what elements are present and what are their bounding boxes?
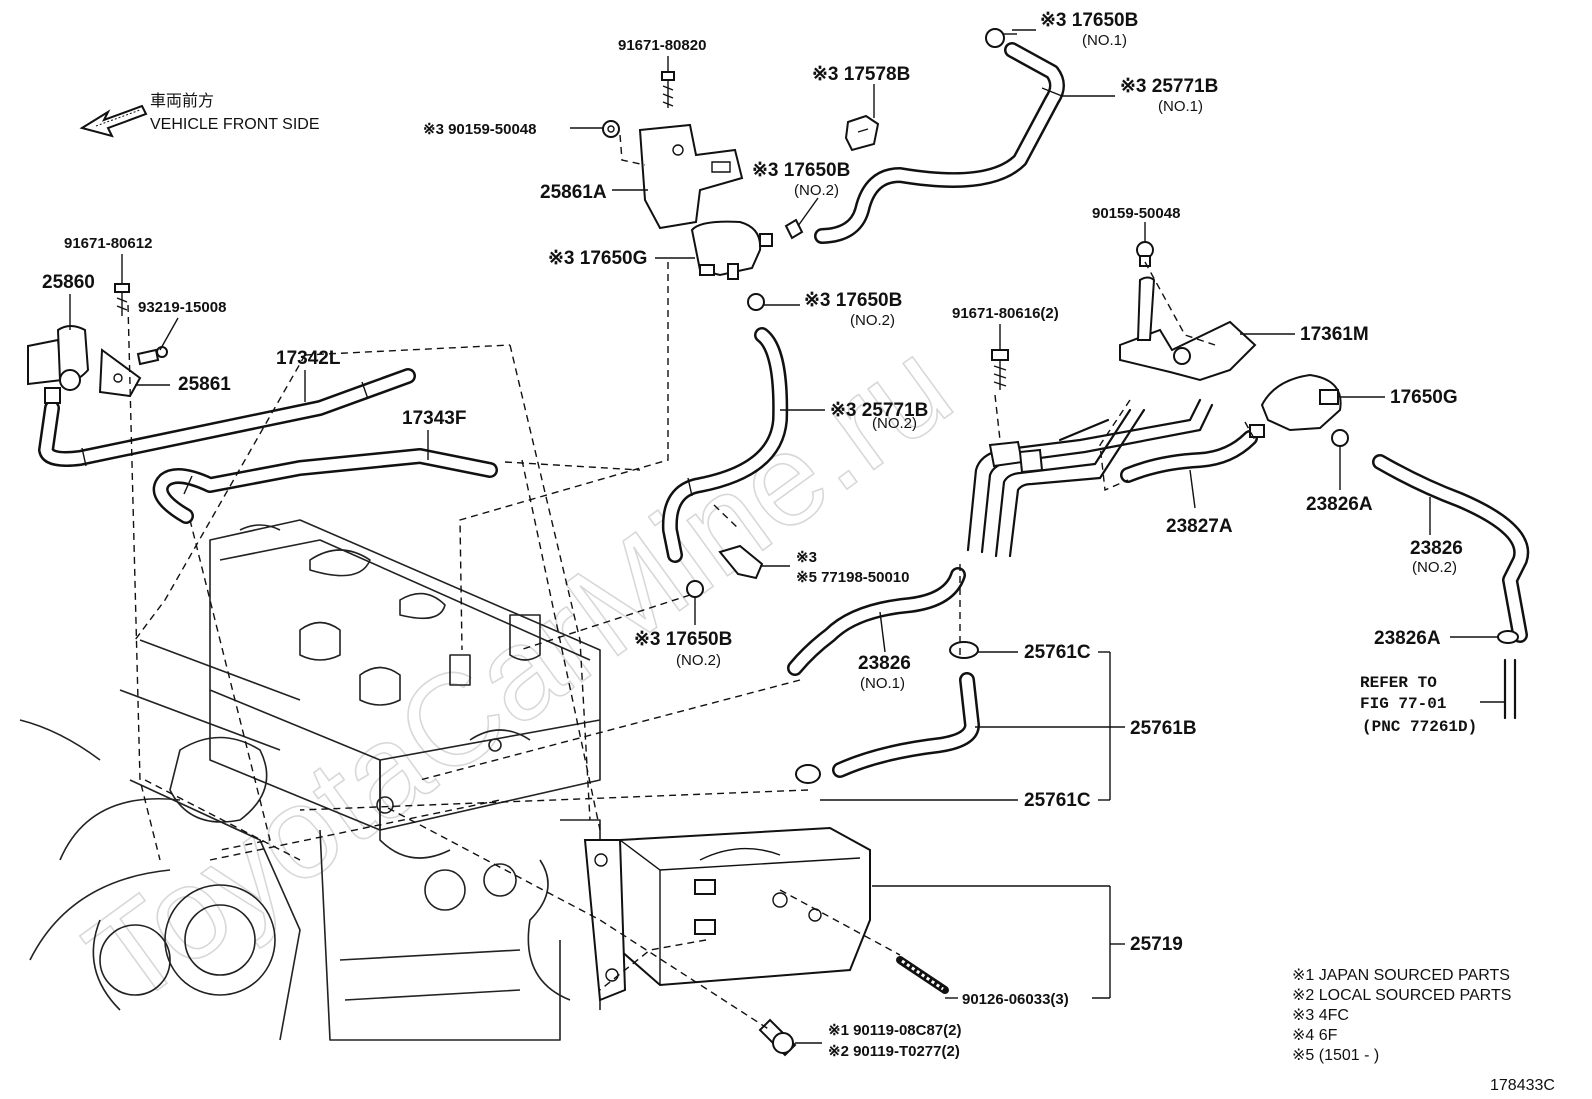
label-17342L: 17342L bbox=[276, 348, 341, 369]
legend-notes: ※1 JAPAN SOURCED PARTS ※2 LOCAL SOURCED … bbox=[1292, 967, 1511, 1064]
stud-bolt-90126 bbox=[896, 956, 949, 994]
label-77198-50010-a: ※3 bbox=[796, 549, 817, 566]
front-label-jp: 車両前方 bbox=[150, 92, 214, 110]
note-3: ※3 4FC bbox=[1292, 1007, 1349, 1024]
label-23826-no1-sub: (NO.1) bbox=[860, 675, 905, 692]
vehicle-front-arrow-icon bbox=[79, 104, 148, 138]
bolt-93219-15008 bbox=[136, 346, 168, 366]
label-25861: 25861 bbox=[178, 374, 231, 395]
note-1: ※1 JAPAN SOURCED PARTS bbox=[1292, 967, 1510, 984]
label-23826-no2: 23826 bbox=[1410, 538, 1463, 559]
note-5: ※5 (1501 - ) bbox=[1292, 1047, 1379, 1064]
label-90119-08C87: ※1 90119-08C87(2) bbox=[828, 1022, 962, 1039]
hose-23826-no1 bbox=[787, 567, 966, 676]
label-25771B-no1: ※3 25771B bbox=[1120, 76, 1218, 97]
bolt-91671-80820 bbox=[661, 71, 675, 108]
note-4: ※4 6F bbox=[1292, 1027, 1338, 1044]
label-25771B-no2-sub: (NO.2) bbox=[872, 415, 917, 432]
label-25761B: 25761B bbox=[1130, 718, 1197, 739]
engine-illustration bbox=[19, 519, 601, 1041]
bolt-91671-80612 bbox=[114, 283, 130, 316]
clamp-17650B-no2-a bbox=[784, 218, 804, 240]
label-77198-50010-b: ※5 77198-50010 bbox=[796, 569, 910, 586]
label-25771B-no1-sub: (NO.1) bbox=[1158, 98, 1203, 115]
hose-17343F bbox=[152, 448, 498, 524]
label-17343F: 17343F bbox=[402, 408, 466, 429]
label-17650B-no1-sub: (NO.1) bbox=[1082, 32, 1127, 49]
label-23826-no2-sub: (NO.2) bbox=[1412, 559, 1457, 576]
refer-line-1: REFER TO bbox=[1360, 674, 1437, 692]
bracket-25861A bbox=[638, 123, 744, 230]
location-lines bbox=[127, 134, 1256, 1031]
bolt-90159-50048-a bbox=[602, 120, 620, 138]
hose-25771B-no2 bbox=[661, 327, 789, 563]
label-25771B-no2: ※3 25771B bbox=[830, 400, 928, 421]
label-91671-80612: 91671-80612 bbox=[64, 235, 152, 252]
hose-25761B bbox=[832, 672, 980, 778]
clamp-17650B-no1 bbox=[985, 28, 1017, 48]
label-17578B: ※3 17578B bbox=[812, 64, 910, 85]
label-93219-15008: 93219-15008 bbox=[138, 299, 226, 316]
figure-id: 178433C bbox=[1490, 1077, 1555, 1094]
label-90119-T0277: ※2 90119-T0277(2) bbox=[828, 1043, 960, 1060]
label-17650B-no2-c: ※3 17650B bbox=[634, 629, 732, 650]
clamp-23826A-b bbox=[1497, 630, 1519, 644]
refer-pipe bbox=[1503, 658, 1517, 720]
label-25860: 25860 bbox=[42, 272, 95, 293]
label-23826A-a: 23826A bbox=[1306, 494, 1373, 515]
label-23826A-b: 23826A bbox=[1374, 628, 1441, 649]
clamp-17650B-no2-b bbox=[747, 293, 765, 311]
label-17650B-no2-b: ※3 17650B bbox=[804, 290, 902, 311]
hose-17342L bbox=[38, 368, 416, 467]
note-2: ※2 LOCAL SOURCED PARTS bbox=[1292, 987, 1511, 1004]
label-91671-80820: 91671-80820 bbox=[618, 37, 706, 54]
clamp-25761C-a bbox=[949, 641, 979, 659]
label-17650G-b: 17650G bbox=[1390, 387, 1458, 408]
label-25719: 25719 bbox=[1130, 934, 1183, 955]
refer-line-2: FIG 77-01 bbox=[1360, 695, 1446, 713]
bolt-91671-80616 bbox=[991, 349, 1009, 390]
label-17650B-no2-a-sub: (NO.2) bbox=[794, 182, 839, 199]
front-label-en: VEHICLE FRONT SIDE bbox=[150, 116, 320, 133]
refer-line-3: (PNC 77261D) bbox=[1362, 718, 1477, 736]
clamp-25761C-b bbox=[795, 764, 821, 784]
label-25761C-b: 25761C bbox=[1024, 790, 1091, 811]
label-90159-50048-a: ※3 90159-50048 bbox=[423, 121, 537, 138]
clamp-17650B-no2-c bbox=[686, 580, 704, 598]
label-17650G-a: ※3 17650G bbox=[548, 248, 647, 269]
vsv-25860 bbox=[27, 325, 90, 404]
vsv-17650G-a bbox=[690, 220, 773, 280]
label-25861A: 25861A bbox=[540, 182, 607, 203]
hose-23826-no2 bbox=[1372, 454, 1530, 643]
bolt-90119 bbox=[758, 1018, 797, 1057]
label-25761C-a: 25761C bbox=[1024, 642, 1091, 663]
label-17650B-no2-c-sub: (NO.2) bbox=[676, 652, 721, 669]
hose-25771B-no1 bbox=[814, 42, 1065, 244]
bracket-17361M bbox=[1119, 276, 1257, 382]
label-90159-50048-b: 90159-50048 bbox=[1092, 205, 1180, 222]
label-17650B-no2-a: ※3 17650B bbox=[752, 160, 850, 181]
label-17650B-no2-b-sub: (NO.2) bbox=[850, 312, 895, 329]
charcoal-canister bbox=[583, 826, 871, 1002]
clamp-23826A-a bbox=[1331, 429, 1349, 447]
vsv-17650G-b bbox=[1249, 373, 1342, 438]
leader-lines bbox=[69, 29, 1505, 1044]
vacuum-pipe-assembly bbox=[966, 398, 1214, 558]
clip-77198-50010 bbox=[718, 544, 764, 580]
label-23827A: 23827A bbox=[1166, 516, 1233, 537]
label-91671-80616: 91671-80616(2) bbox=[952, 305, 1059, 322]
label-17650B-no1: ※3 17650B bbox=[1040, 10, 1138, 31]
part-labels: 91671-80820 ※3 17578B ※3 17650B (NO.1) ※… bbox=[42, 10, 1477, 1060]
label-23826-no1: 23826 bbox=[858, 653, 911, 674]
hose-23827A bbox=[1120, 430, 1258, 483]
label-17361M: 17361M bbox=[1300, 324, 1369, 345]
clip-17578B bbox=[844, 114, 880, 152]
bolt-90159-50048-b bbox=[1136, 241, 1154, 267]
bracket-25861 bbox=[98, 348, 142, 398]
label-90126-06033: 90126-06033(3) bbox=[962, 991, 1069, 1008]
